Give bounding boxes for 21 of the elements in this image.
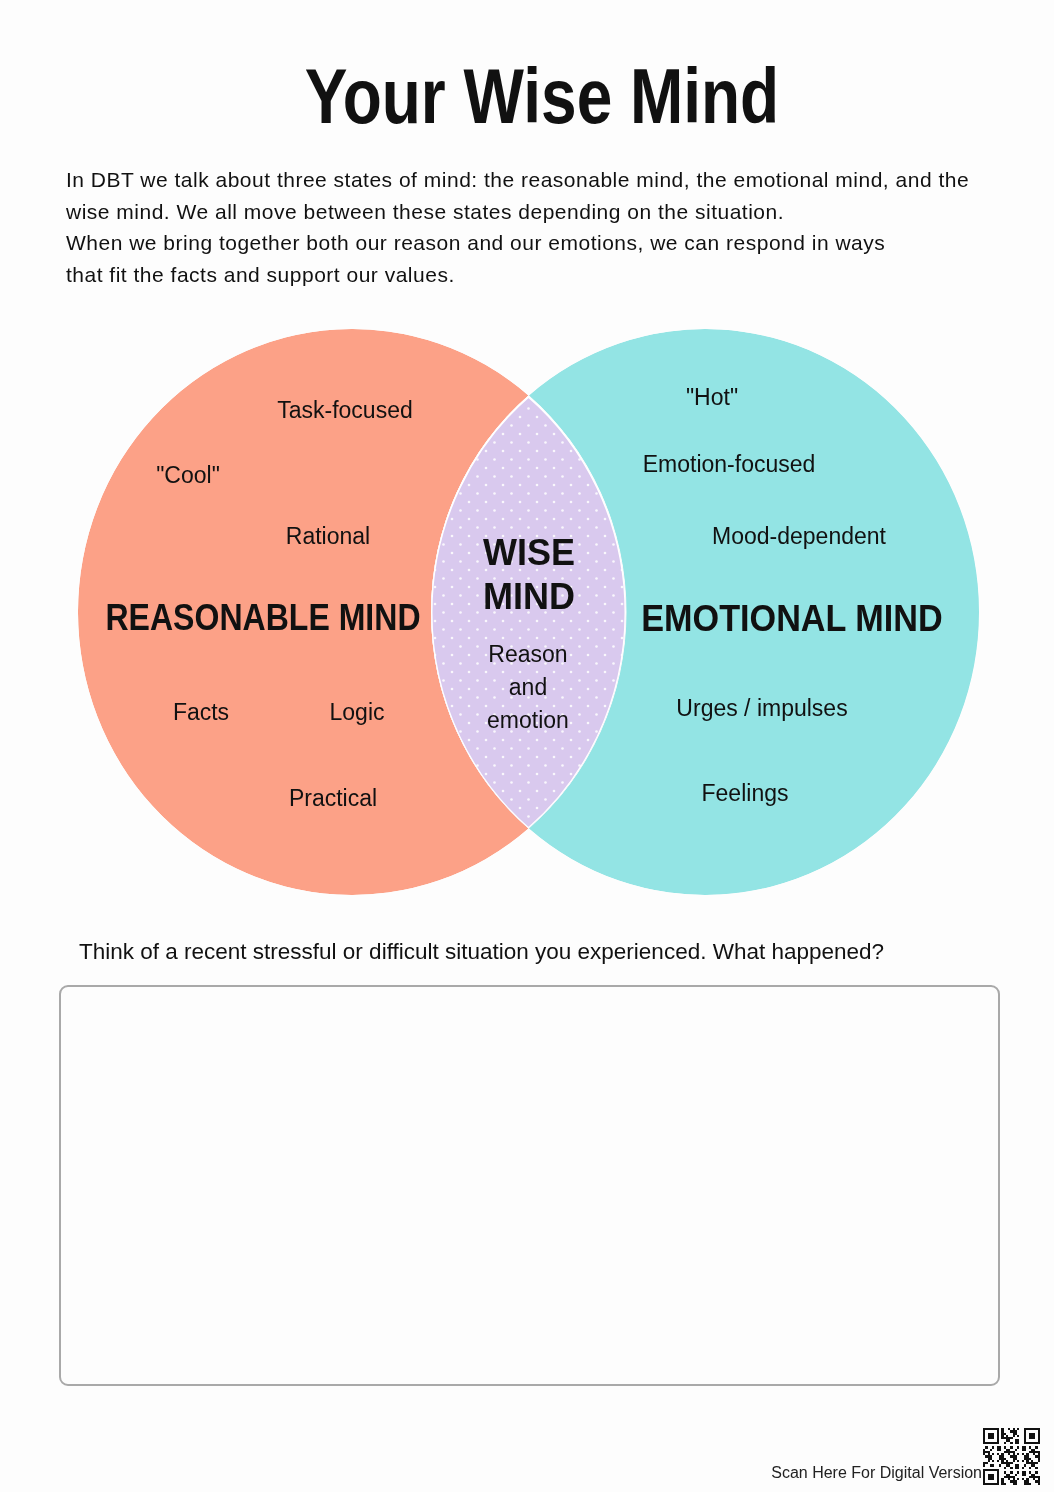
overlap-heading: WISE MIND — [482, 531, 576, 619]
trait-label: Practical — [288, 784, 378, 812]
trait-label: Task-focused — [277, 396, 413, 424]
circle-heading: EMOTIONAL MIND — [641, 598, 943, 640]
trait-label: Feelings — [701, 779, 789, 807]
trait-label: Logic — [329, 698, 385, 726]
question-text: Think of a recent stressful or difficult situation you experienced. What happened? — [79, 939, 885, 965]
trait-label: Mood-dependent — [712, 522, 886, 550]
intro-paragraph: In DBT we talk about three states of mind: the reasonable mind, the emotional mind, and the wise mind. We all move between these states depending on the situation. — [66, 167, 971, 225]
trait-label: Emotion-focused — [642, 450, 816, 478]
trait-label: Urges / impulses — [676, 694, 848, 722]
trait-label: Facts — [172, 698, 230, 726]
circle-heading: REASONABLE MIND — [105, 597, 421, 639]
intro-paragraph: When we bring together both our reason and our emotions, we can respond in ways that fit the facts and support our values. — [66, 230, 887, 288]
overlap-region — [431, 395, 626, 829]
scan-note: Scan Here For Digital Version — [771, 1463, 982, 1483]
trait-label: "Hot" — [685, 383, 739, 411]
page-title: Your Wise Mind — [304, 57, 780, 135]
trait-label: "Cool" — [156, 461, 220, 489]
overlap-text: Reason and emotion — [486, 639, 570, 735]
trait-label: Rational — [285, 522, 371, 550]
